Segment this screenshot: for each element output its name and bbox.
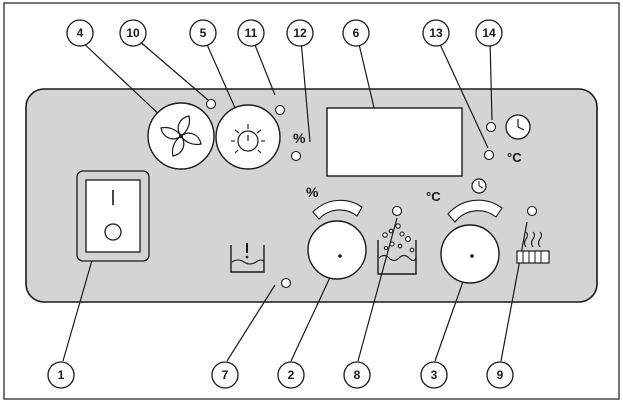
humidity-scale-arc: [312, 199, 363, 220]
led-8: [391, 205, 403, 217]
fan-icon: [160, 115, 202, 157]
callout-10: 10: [119, 19, 147, 47]
diagram-frame: [3, 2, 620, 400]
led-10: [205, 98, 217, 110]
callout-5: 5: [189, 19, 217, 47]
fan-button[interactable]: [147, 102, 215, 170]
switch-off-mark-icon: [104, 223, 122, 241]
callout-11: 11: [237, 19, 265, 47]
clock-dial-icon: [231, 124, 265, 154]
led-12: [290, 150, 302, 162]
svg-text:6: 6: [353, 26, 360, 40]
svg-text:9: 9: [497, 368, 504, 382]
celsius-display-label: °C: [507, 150, 522, 165]
callout-14: 14: [475, 19, 503, 47]
temperature-knob-pointer: [470, 254, 474, 258]
callout-7: 7: [211, 361, 239, 389]
svg-text:3: 3: [431, 368, 438, 382]
percent-display-label: %: [293, 130, 306, 146]
percent-knob-label: %: [306, 184, 319, 200]
tank-alarm-icon: [230, 243, 265, 273]
water-tank-icon: [377, 223, 417, 275]
led-13: [483, 149, 495, 161]
callout-3: 3: [420, 361, 448, 389]
callout-13: 13: [422, 19, 450, 47]
callout-9: 9: [486, 361, 514, 389]
led-9: [526, 205, 538, 217]
digital-display: [326, 107, 463, 177]
svg-text:12: 12: [293, 26, 307, 40]
callout-4: 4: [66, 19, 94, 47]
power-switch[interactable]: [76, 170, 150, 262]
callout-12: 12: [286, 19, 314, 47]
temperature-scale-arc: [447, 199, 503, 223]
svg-text:2: 2: [288, 368, 295, 382]
humidity-knob[interactable]: [307, 220, 367, 280]
svg-text:13: 13: [429, 26, 443, 40]
callout-1: 1: [47, 361, 75, 389]
led-11: [274, 104, 286, 116]
callout-2: 2: [277, 361, 305, 389]
svg-text:10: 10: [126, 26, 140, 40]
callout-6: 6: [342, 19, 370, 47]
celsius-knob-label: °C: [426, 189, 441, 204]
svg-text:7: 7: [222, 368, 229, 382]
led-14: [485, 121, 497, 133]
callout-8: 8: [343, 361, 371, 389]
heater-icon: [516, 231, 550, 264]
temperature-knob[interactable]: [440, 224, 500, 284]
timer-button[interactable]: [215, 104, 281, 170]
svg-text:1: 1: [58, 368, 65, 382]
svg-text:5: 5: [200, 26, 207, 40]
svg-text:11: 11: [245, 26, 258, 40]
svg-text:4: 4: [77, 26, 84, 40]
led-7: [280, 277, 292, 289]
timer-knob-clock-icon: [471, 178, 487, 194]
svg-text:8: 8: [354, 368, 361, 382]
humidity-knob-pointer: [338, 254, 342, 258]
svg-text:14: 14: [482, 26, 496, 40]
clock-icon: [505, 114, 531, 140]
